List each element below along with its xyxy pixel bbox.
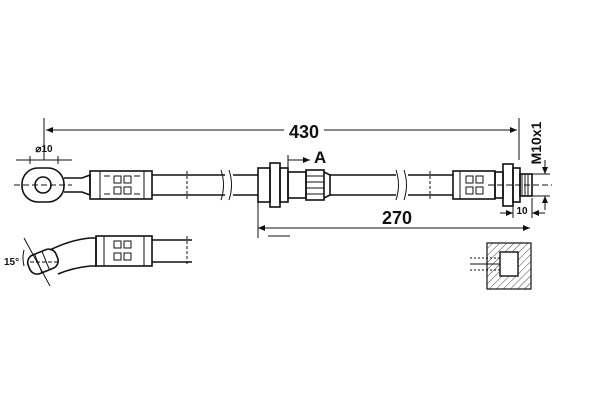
dimension-label-bg: [284, 118, 324, 140]
left-crimp-ferrule: [89, 170, 153, 200]
angled-eye-body: [26, 248, 59, 275]
detail-length-dimension: 270: [257, 202, 530, 238]
banjo-eye-fitting: [14, 167, 91, 203]
ferrule-knurl: [305, 169, 325, 201]
break-line-left: [220, 169, 224, 201]
overall-length-dimension: 430: [43, 118, 520, 160]
overall-length-label: 430: [289, 122, 319, 142]
thread-length-dimension: 10: [500, 198, 545, 218]
eye-diameter-label: ⌀10: [35, 144, 53, 155]
bracket-hole: [499, 251, 519, 277]
angle-label: 15°: [4, 257, 19, 268]
thread-length-label: 10: [516, 206, 528, 217]
hatched-bracket: [486, 242, 532, 290]
section-detail: [470, 242, 532, 290]
angled-banjo-view: 15°: [4, 235, 192, 287]
detail-length-label: 270: [382, 208, 412, 228]
detail-a-marker: A: [287, 148, 326, 168]
hose-body: [152, 169, 453, 201]
thread-callout: M10x1: [528, 121, 550, 210]
detail-a-label: A: [314, 148, 326, 167]
middle-bracket-fitting: [257, 162, 331, 208]
banjo-neck: [64, 173, 91, 197]
thread-size-label: M10x1: [528, 121, 544, 164]
threaded-end-fitting: [488, 163, 552, 207]
break-line-right: [395, 169, 399, 201]
eye-diameter-dimension: ⌀10: [16, 144, 72, 164]
